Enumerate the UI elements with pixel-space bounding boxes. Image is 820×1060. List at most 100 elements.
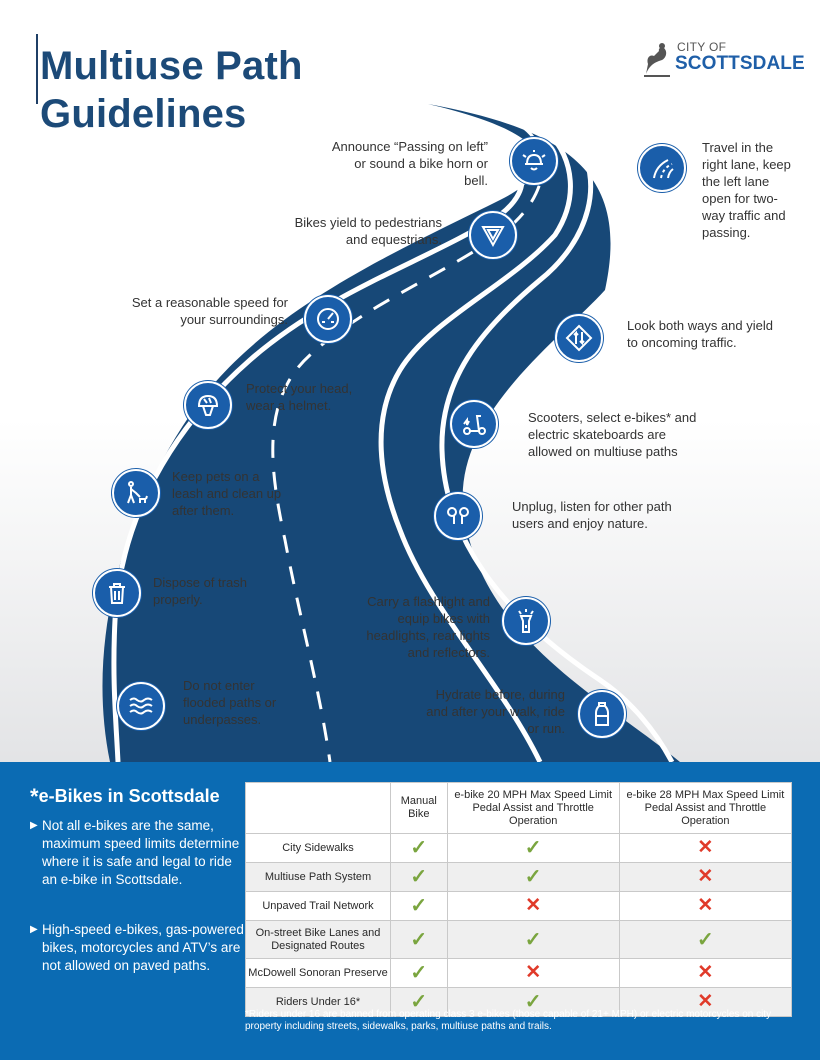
ebikes-bullet-1: ▶ Not all e-bikes are the same, maximum … xyxy=(30,817,247,889)
table-cell: ✕ xyxy=(446,891,620,921)
check-icon: ✓ xyxy=(410,895,428,917)
guideline-lookboth-badge xyxy=(555,314,603,362)
col-header-manual-bike: Manual Bike xyxy=(390,782,448,834)
table-cell: ✓ xyxy=(446,987,620,1017)
table-row: McDowell Sonoran Preserve ✓ ✕ ✕ xyxy=(245,958,793,988)
table-cell: ✕ xyxy=(618,958,793,988)
guideline-speed-text: Set a reasonable speed for your surround… xyxy=(131,295,288,327)
table-corner-cell xyxy=(245,782,391,834)
guideline-helmet-badge xyxy=(184,381,232,429)
cross-icon: ✕ xyxy=(697,837,714,858)
check-icon: ✓ xyxy=(410,962,428,984)
check-icon: ✓ xyxy=(524,837,542,859)
row-label: Unpaved Trail Network xyxy=(245,891,391,921)
ebikes-heading: *e-Bikes in Scottsdale xyxy=(30,784,220,810)
helmet-icon xyxy=(197,394,219,416)
guideline-lane-text: Travel in the right lane, keep the left … xyxy=(702,140,791,240)
guideline-pets-badge xyxy=(112,469,160,517)
guideline-hydrate-badge xyxy=(578,690,626,738)
guideline-trash-badge xyxy=(93,569,141,617)
logo-name-text: SCOTTSDALE xyxy=(675,53,805,74)
two-way-traffic-icon xyxy=(565,324,593,352)
flood-waves-icon xyxy=(129,697,153,715)
table-row: Multiuse Path System✓✓✕ xyxy=(245,862,793,892)
cross-icon: ✕ xyxy=(697,991,714,1012)
col-header-ebike-20mph: e-bike 20 MPH Max Speed Limit Pedal Assi… xyxy=(446,782,620,834)
row-label: McDowell Sonoran Preserve xyxy=(245,958,391,988)
flashlight-icon xyxy=(518,609,534,633)
table-cell: ✕ xyxy=(618,987,793,1017)
guideline-yield-text: Bikes yield to pedestrians and equestria… xyxy=(294,215,442,247)
ebikes-bullet-2-text: High-speed e-bikes, gas-powered bikes, m… xyxy=(42,922,244,973)
water-bottle-icon xyxy=(595,702,609,726)
bell-icon xyxy=(522,150,546,171)
dog-walker-icon xyxy=(127,481,148,504)
check-icon: ✓ xyxy=(524,866,542,888)
ebike-rules-table: Manual Bike e-bike 20 MPH Max Speed Limi… xyxy=(245,782,793,1017)
check-icon: ✓ xyxy=(410,991,428,1013)
table-cell: ✓ xyxy=(446,862,620,892)
table-cell: ✓ xyxy=(618,920,793,959)
check-icon: ✓ xyxy=(410,928,428,951)
earbuds-icon xyxy=(447,507,469,524)
guideline-unplug-text: Unplug, listen for other path users and … xyxy=(512,499,672,531)
bullet-arrow-icon: ▶ xyxy=(30,924,38,935)
road-lane-icon xyxy=(653,159,674,179)
speedometer-icon xyxy=(317,308,339,330)
table-cell: ✕ xyxy=(618,891,793,921)
table-cell: ✓ xyxy=(390,833,448,863)
title-line-2: Guidelines xyxy=(40,92,247,136)
guideline-speed-badge xyxy=(304,295,352,343)
page-title: Multiuse Path Guidelines xyxy=(40,42,303,138)
guideline-flood-badge xyxy=(117,682,165,730)
guideline-hydrate-text: Hydrate before, during and after your wa… xyxy=(426,687,565,736)
table-cell: ✓ xyxy=(446,920,620,959)
ebikes-bullet-1-text: Not all e-bikes are the same, maximum sp… xyxy=(42,818,240,887)
guideline-lane-badge xyxy=(638,144,686,192)
col-header-ebike-28mph: e-bike 28 MPH Max Speed Limit Pedal Assi… xyxy=(618,782,793,834)
check-icon: ✓ xyxy=(524,928,542,951)
cross-icon: ✕ xyxy=(697,962,714,983)
title-line-1: Multiuse Path xyxy=(40,44,303,88)
table-cell: ✕ xyxy=(618,862,793,892)
logo-city-text: CITY OF xyxy=(677,40,727,54)
guideline-passing-text: Announce “Passing on left” or sound a bi… xyxy=(331,139,488,188)
guideline-scooter-text: Scooters, select e-bikes* and electric s… xyxy=(528,410,697,459)
table-cell: ✕ xyxy=(618,833,793,863)
guideline-flashlight-text: Carry a flashlight and equip bikes with … xyxy=(366,594,490,660)
city-logo: CITY OF SCOTTSDALE xyxy=(640,40,805,82)
table-cell: ✕ xyxy=(446,958,620,988)
cross-icon: ✕ xyxy=(525,962,542,983)
guideline-yield-badge xyxy=(469,211,517,259)
table-cell: ✓ xyxy=(390,862,448,892)
ebikes-heading-text: e-Bikes in Scottsdale xyxy=(38,786,220,806)
table-cell: ✓ xyxy=(390,920,448,959)
guideline-flashlight-badge xyxy=(502,597,550,645)
cowboy-rider-logo-icon xyxy=(644,43,670,77)
table-row: On-street Bike Lanes and Designated Rout… xyxy=(245,920,793,959)
guideline-pets-text: Keep pets on a leash and clean up after … xyxy=(172,469,282,518)
row-label: Riders Under 16* xyxy=(245,987,391,1017)
guideline-scooter-badge xyxy=(450,400,498,448)
guideline-helmet-text: Protect your head, wear a helmet. xyxy=(246,381,353,413)
table-body: City Sidewalks✓✓✕Multiuse Path System✓✓✕… xyxy=(245,833,793,1017)
cross-icon: ✕ xyxy=(525,895,542,916)
trash-can-icon xyxy=(109,583,125,604)
table-cell: ✓ xyxy=(390,958,448,988)
ebikes-heading-star: * xyxy=(30,784,39,809)
check-icon: ✓ xyxy=(410,837,428,859)
row-label: City Sidewalks xyxy=(245,833,391,863)
guideline-flood-text: Do not enter flooded paths or underpasse… xyxy=(183,678,277,727)
winding-path-illustration xyxy=(102,104,680,762)
ebikes-bullet-2: ▶ High-speed e-bikes, gas-powered bikes,… xyxy=(30,921,247,975)
table-row: Unpaved Trail Network ✓ ✕ ✕ xyxy=(245,891,793,921)
guideline-unplug-badge xyxy=(434,492,482,540)
title-accent-bar xyxy=(36,34,38,104)
table-cell: ✓ xyxy=(390,891,448,921)
scooter-icon xyxy=(463,415,486,435)
bullet-arrow-icon: ▶ xyxy=(30,820,38,831)
check-icon: ✓ xyxy=(524,991,542,1013)
check-icon: ✓ xyxy=(410,866,428,888)
cross-icon: ✕ xyxy=(697,866,714,887)
